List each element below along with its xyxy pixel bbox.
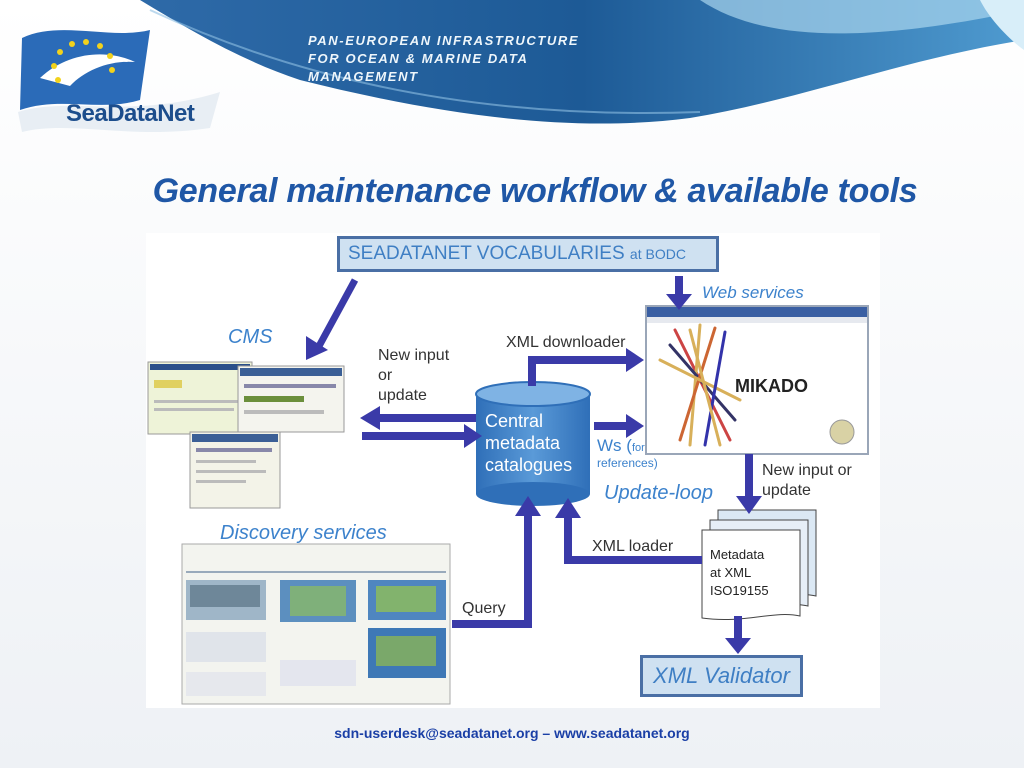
tagline-line: PAN-EUROPEAN INFRASTRUCTURE xyxy=(308,33,580,48)
label-line: at XML xyxy=(710,565,752,580)
xml-loader-label: XML loader xyxy=(592,538,674,555)
footer-contact[interactable]: sdn-userdesk@seadatanet.org – www.seadat… xyxy=(334,725,690,741)
cms-screenshots xyxy=(147,361,345,509)
header-tagline: PAN-EUROPEAN INFRASTRUCTURE FOR OCEAN & … xyxy=(308,32,628,86)
eu-stars xyxy=(51,39,115,83)
label-line: ISO19155 xyxy=(710,583,769,598)
tagline-line: FOR OCEAN & MARINE DATA xyxy=(308,51,529,66)
label-line: Central xyxy=(485,411,544,431)
label-line: or xyxy=(378,367,393,384)
logo-wordmark: SeaDataNet xyxy=(66,100,195,127)
slide-title: General maintenance workflow & available… xyxy=(152,172,918,210)
arrows xyxy=(306,276,762,654)
references-label: references) xyxy=(597,456,658,470)
new-input-right-label: New input or update xyxy=(762,461,852,501)
ws-small-label: for xyxy=(631,442,645,454)
label-line: New input or xyxy=(762,462,852,479)
query-label: Query xyxy=(462,600,506,617)
vocab-label: SEADATANET VOCABULARIES xyxy=(348,243,625,264)
central-database-icon xyxy=(475,381,591,506)
xml-downloader-label: XML downloader xyxy=(506,334,626,351)
discovery-screenshot xyxy=(181,543,451,705)
label-line: catalogues xyxy=(485,455,573,475)
mikado-window xyxy=(645,305,869,455)
discovery-services-label: Discovery services xyxy=(220,522,387,544)
vocabularies-box: SEADATANET VOCABULARIES at BODC xyxy=(337,236,719,272)
metadata-document-stack xyxy=(701,509,817,621)
ws-label: Ws ( xyxy=(597,436,632,455)
vocab-sub-label: at BODC xyxy=(629,246,686,262)
metadata-doc-label: Metadata at XML ISO19155 xyxy=(710,546,769,600)
label-line: update xyxy=(378,387,427,404)
cms-label: CMS xyxy=(228,326,273,348)
label-line: Metadata xyxy=(710,547,765,562)
label-line: update xyxy=(762,482,811,499)
label-line: metadata xyxy=(485,433,561,453)
label-line: New input xyxy=(378,347,450,364)
update-loop-label: Update-loop xyxy=(604,482,713,504)
mikado-label: MIKADO xyxy=(735,376,808,396)
xml-validator-box: XML Validator xyxy=(640,655,803,697)
new-input-label: New input or update xyxy=(378,346,449,406)
ws-references-label: Ws (for references) xyxy=(597,436,658,470)
web-services-label: Web services xyxy=(702,283,804,302)
tagline-line: MANAGEMENT xyxy=(308,69,419,84)
central-db-label: Central metadata catalogues xyxy=(485,410,572,476)
